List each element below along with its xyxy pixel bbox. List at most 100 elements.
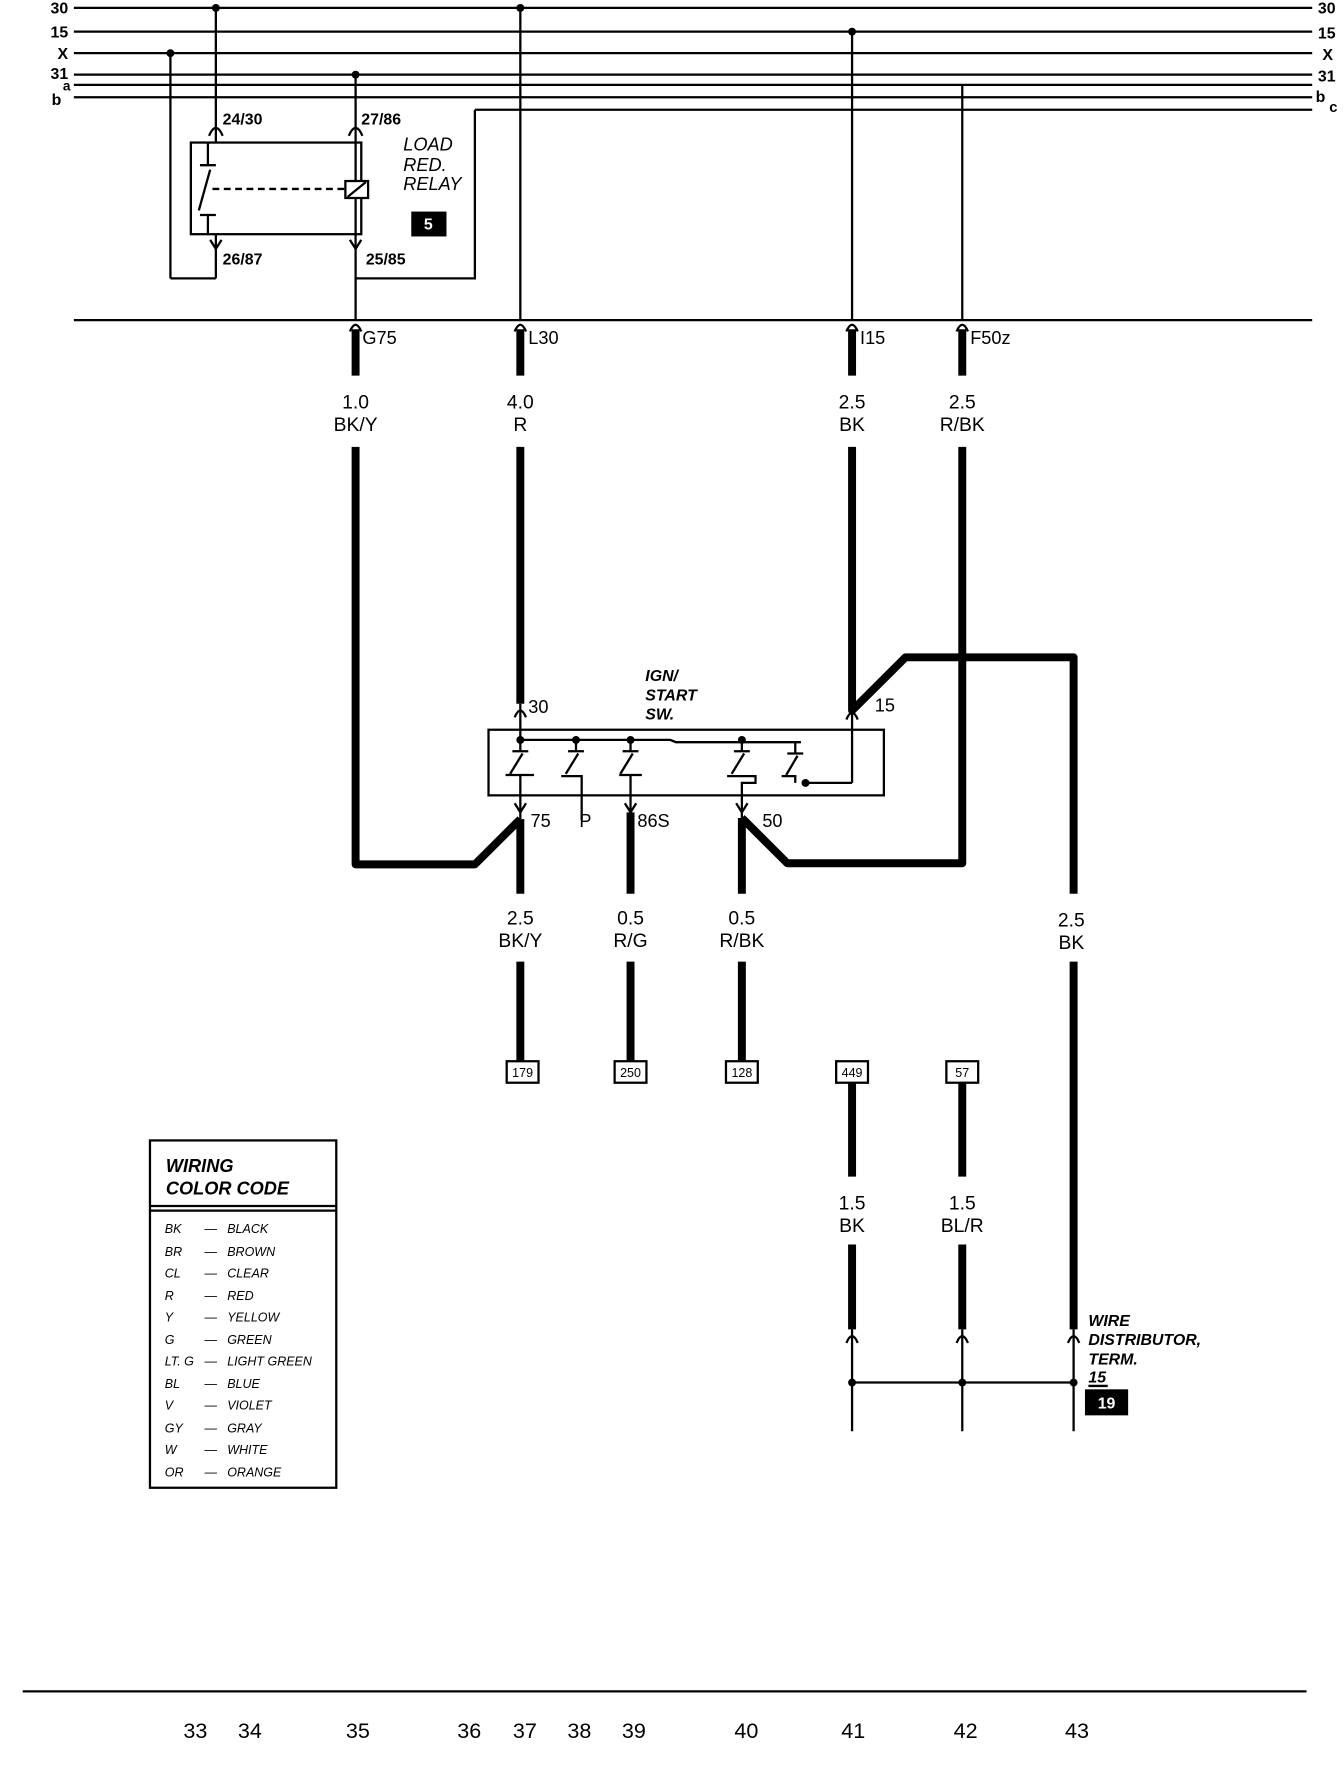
- junction-dot: [1069, 1378, 1078, 1387]
- target-ref-250: 250: [620, 1066, 641, 1080]
- ign-switch-terminal-symbol: [513, 802, 527, 815]
- connector-f50z-symbol: [955, 323, 970, 332]
- legend-code: OR: [165, 1465, 184, 1479]
- wire-distributor: 1.5 BK 1.5 BL/R WIRE DISTRIBUTOR, TERM. …: [839, 1082, 1201, 1432]
- junction-dot: [211, 3, 220, 12]
- footer-page-ref: 33: [183, 1719, 207, 1743]
- legend-separator: —: [203, 1310, 217, 1324]
- legend-title-line-1: WIRING: [166, 1156, 234, 1176]
- target-references: 179 250 128 449 57: [505, 1060, 980, 1084]
- connector-g75-symbol: [348, 323, 363, 332]
- target-box: [945, 1060, 980, 1084]
- wire-color-label: R: [513, 415, 527, 436]
- relay-coil-mark: [346, 181, 367, 198]
- wire-gauge-label: 4.0: [507, 392, 534, 413]
- connector-g75: G75: [362, 328, 396, 348]
- ign-switch-blade: [730, 752, 746, 775]
- wire-r-bk-run: [739, 446, 967, 868]
- junction-dot: [351, 70, 360, 79]
- ign-switch-contact: [561, 774, 583, 796]
- color-code-legend: WIRING COLOR CODE BK — BLACK BR — BROWN …: [148, 1139, 338, 1489]
- ign-switch-terminal-symbol: [513, 709, 528, 718]
- wire-color-label: BK: [1058, 933, 1084, 954]
- footer-page-ref: 42: [954, 1719, 978, 1743]
- legend-code: GY: [165, 1421, 185, 1435]
- legend-name: BLUE: [227, 1377, 260, 1391]
- wire-gauge-label: 2.5: [949, 392, 976, 413]
- target-box: [724, 1060, 759, 1084]
- ign-switch-blade: [785, 755, 799, 776]
- legend-name: BLACK: [227, 1222, 269, 1236]
- legend-name: ORANGE: [227, 1465, 282, 1479]
- junction-dot: [516, 3, 525, 12]
- wire-gauge-label: 2.5: [1058, 911, 1085, 932]
- ign-switch-terminal-symbol: [845, 711, 859, 721]
- target-box: [835, 1060, 870, 1084]
- target-ref-449: 449: [842, 1066, 863, 1080]
- distributor-name-line-3: TERM.: [1088, 1351, 1137, 1368]
- legend-separator: —: [203, 1289, 217, 1303]
- bus-label-right-x: X: [1322, 47, 1333, 64]
- footer-page-ref: 35: [346, 1719, 370, 1743]
- legend-code: BL: [165, 1377, 180, 1391]
- connector-l30-symbol: [513, 323, 528, 332]
- footer-page-ref: 36: [457, 1719, 481, 1743]
- target-box: [505, 1060, 540, 1084]
- relay-terminal-connector: [348, 239, 363, 252]
- relay-terminal-connector: [207, 126, 224, 137]
- ign-switch-terminal-p: P: [579, 811, 591, 831]
- relay-name-line-3: RELAY: [403, 174, 463, 194]
- junction-dot: [848, 1378, 857, 1387]
- ign-switch-terminal-86s: 86S: [637, 811, 669, 831]
- ign-switch-housing: [487, 728, 886, 797]
- legend-name: GREEN: [227, 1333, 272, 1347]
- ign-switch-node: [801, 778, 810, 787]
- bus-label-right-b: b: [1316, 89, 1326, 106]
- wire-color-label: R/G: [613, 931, 647, 952]
- junction-dot: [958, 1378, 967, 1387]
- legend-code: CL: [165, 1266, 181, 1280]
- ign-switch-terminal-15: 15: [875, 696, 895, 716]
- bus-label-left-x: X: [58, 46, 69, 63]
- legend-name: WHITE: [227, 1443, 268, 1457]
- wire-bk-run: [848, 446, 1078, 894]
- wire-color-label: R/BK: [719, 931, 764, 952]
- relay-terminal-27-86: 27/86: [361, 111, 401, 128]
- legend-name: CLEAR: [227, 1266, 269, 1280]
- connector-f50z: F50z: [970, 328, 1010, 348]
- bus-label-right-31: 31: [1318, 68, 1336, 85]
- bus-label-left-a: a: [63, 79, 71, 94]
- footer: 33 34 35 36 37 38 39 40 41 42 43: [22, 1690, 1307, 1743]
- relay-terminal-connector: [347, 126, 364, 137]
- wire-color-label: BK: [839, 1216, 865, 1237]
- bus-label-right-30: 30: [1318, 1, 1336, 18]
- ign-switch-terminal-30: 30: [528, 697, 548, 717]
- legend-frame: [148, 1139, 338, 1489]
- relay-reference-badge: [411, 211, 447, 237]
- bus-label-left-30: 30: [50, 1, 68, 18]
- legend-name: RED: [227, 1289, 253, 1303]
- wire-gauge-label: 1.5: [839, 1193, 866, 1214]
- legend-name: GRAY: [227, 1421, 263, 1435]
- ign-switch-contact: [727, 774, 757, 796]
- footer-page-ref: 40: [734, 1719, 758, 1743]
- wire-c-return: [355, 109, 477, 280]
- distributor-name-line-4: 15: [1088, 1370, 1106, 1387]
- legend-name: BROWN: [227, 1245, 276, 1259]
- bus-lines: 30 15 X 31 a b 30 15 X 31 b c: [50, 1, 1337, 116]
- relay-terminal-connector: [209, 239, 223, 252]
- legend-code: BR: [165, 1245, 182, 1259]
- ign-switch-terminal-75: 75: [531, 811, 551, 831]
- bus-label-left-15: 15: [50, 24, 68, 41]
- legend-name: YELLOW: [227, 1310, 280, 1324]
- relay-terminal-26-87: 26/87: [223, 252, 263, 269]
- ign-switch-name-line-1: IGN/: [645, 668, 679, 685]
- harness: G75 L30 I15 F50z 1.0 BK/Y 4.0 R 2.5 BK 2…: [73, 7, 1313, 894]
- wire-color-label: BK: [839, 415, 865, 436]
- wire-gauge-label: 0.5: [617, 908, 644, 929]
- target-ref-179: 179: [512, 1066, 533, 1080]
- ign-switch-blade: [619, 752, 634, 775]
- load-reduction-relay: 24/30 27/86 26/87 25/85 LOAD RED. RELAY: [169, 7, 477, 321]
- legend-separator: —: [203, 1355, 217, 1369]
